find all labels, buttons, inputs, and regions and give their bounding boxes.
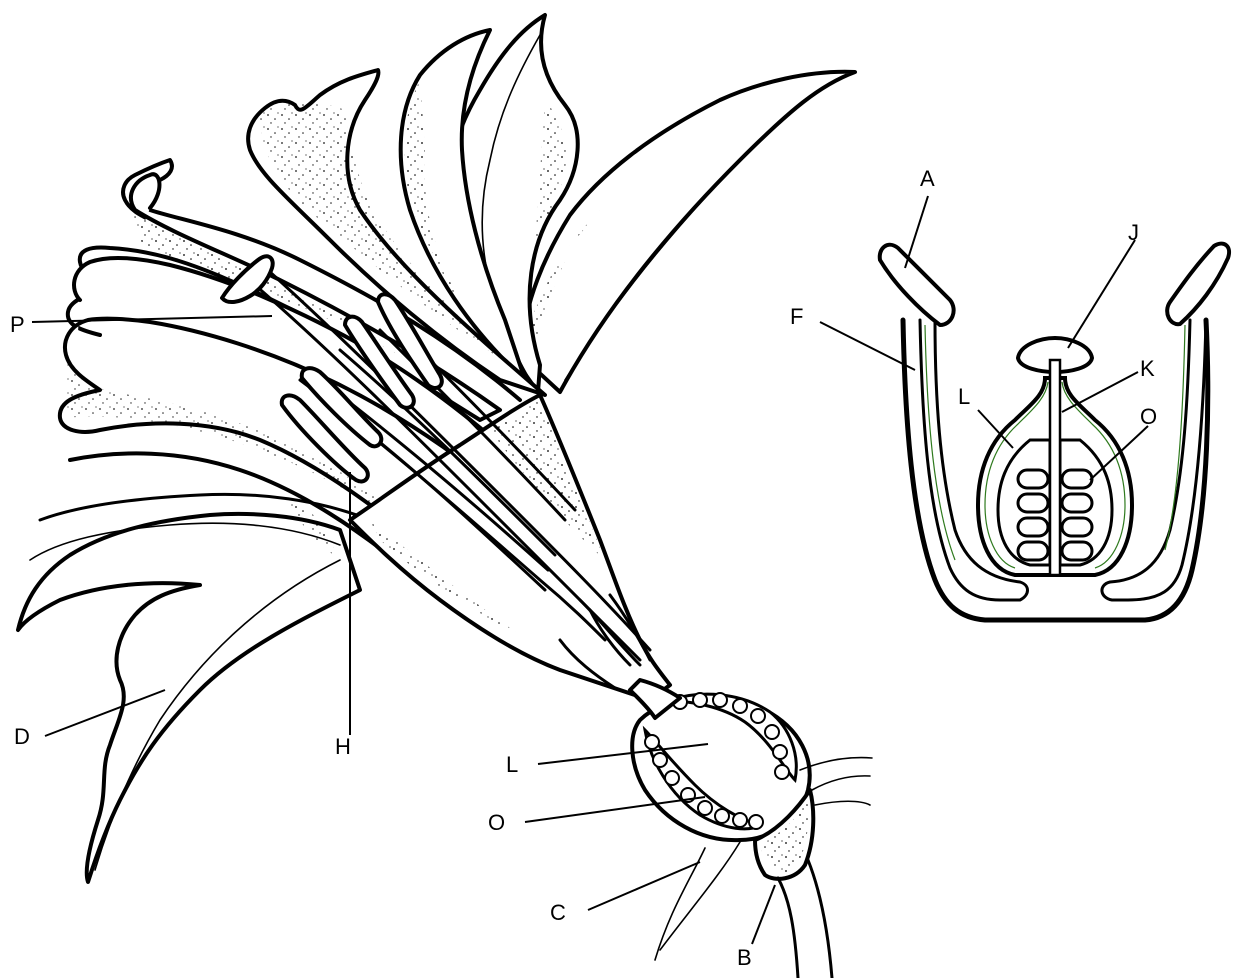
- inset-anther-left: [880, 245, 954, 325]
- label-B: B: [737, 945, 752, 970]
- inset-diagram: [880, 244, 1229, 620]
- lily-flower-section: [18, 15, 872, 978]
- inset-anther-right: [1167, 244, 1229, 325]
- pedicel: [778, 878, 798, 978]
- inset-label-O: O: [1140, 404, 1157, 429]
- label-C: C: [550, 900, 566, 925]
- inset-label-K: K: [1140, 356, 1155, 381]
- inset-label-A: A: [920, 166, 935, 191]
- label-D: D: [14, 724, 30, 749]
- inset-label-L: L: [958, 384, 970, 409]
- tepal-lower-left: [18, 514, 360, 882]
- label-P: P: [10, 312, 25, 337]
- inset-label-F: F: [790, 304, 803, 329]
- inset-style: [1050, 360, 1060, 575]
- label-L: L: [506, 752, 518, 777]
- inset-label-J: J: [1128, 220, 1139, 245]
- label-O: O: [488, 810, 505, 835]
- label-H: H: [335, 734, 351, 759]
